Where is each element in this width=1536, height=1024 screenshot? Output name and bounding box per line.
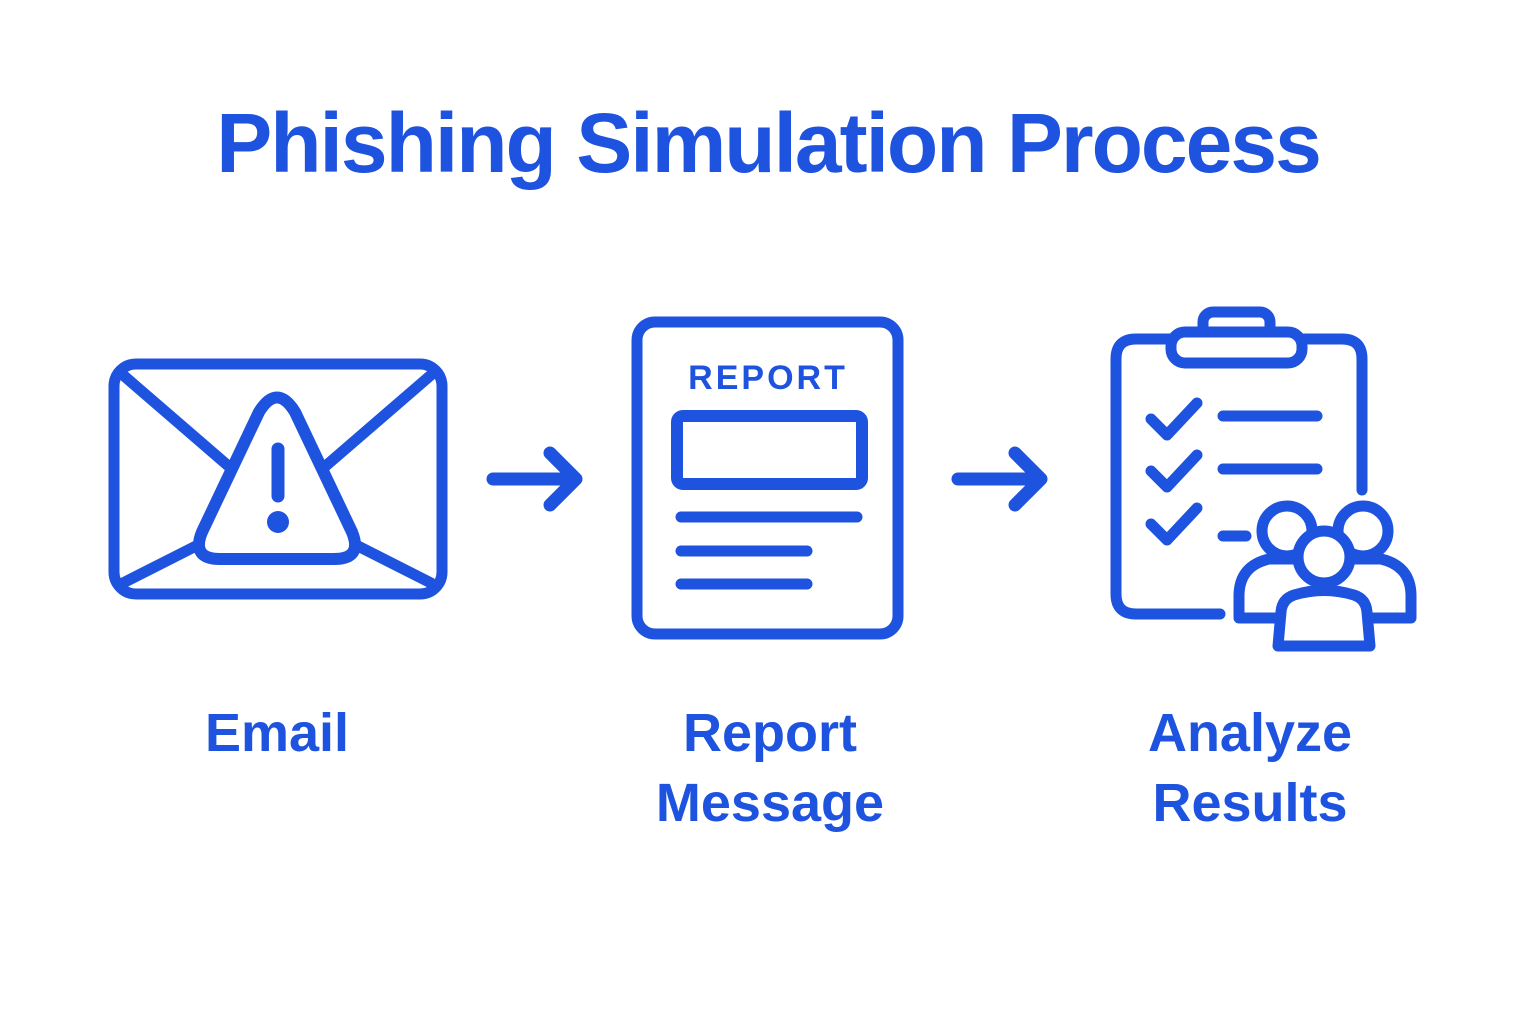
exclamation-dot (267, 511, 289, 533)
document-field-box (671, 410, 868, 490)
step-label-line: Results (1152, 773, 1348, 833)
email-alert-icon (108, 358, 448, 600)
step-label-line: Message (655, 773, 885, 833)
team-group (1233, 500, 1417, 652)
document-heading: REPORT (688, 359, 848, 397)
step-label-line: Report (683, 703, 857, 763)
envelope-body (108, 358, 448, 600)
clipboard-checklist-team-icon (1110, 306, 1417, 652)
step-label-report-message: Report Message (610, 698, 930, 838)
arrow-head (1008, 446, 1048, 512)
step-label-line: Analyze (1147, 703, 1353, 763)
clipboard-board (1110, 333, 1368, 620)
arrow-head (543, 446, 583, 512)
person-front-body (1272, 585, 1376, 652)
person-back-left-body (1233, 553, 1313, 624)
right-arrow-icon (486, 446, 583, 512)
report-document-icon: REPORT (631, 316, 904, 640)
step-label-analyze-results: Analyze Results (1090, 698, 1410, 838)
page-title: Phishing Simulation Process (216, 96, 1322, 190)
document-outline (631, 316, 904, 640)
step-label-email: Email (117, 698, 437, 768)
check-3 (1145, 502, 1203, 546)
step-label-line: Email (204, 703, 350, 763)
check-1 (1145, 397, 1203, 441)
clip-bar (1165, 326, 1308, 369)
person-front-head (1292, 525, 1356, 589)
person-back-right-body (1337, 553, 1417, 624)
check-2 (1145, 449, 1203, 493)
right-arrow-icon (951, 446, 1048, 512)
